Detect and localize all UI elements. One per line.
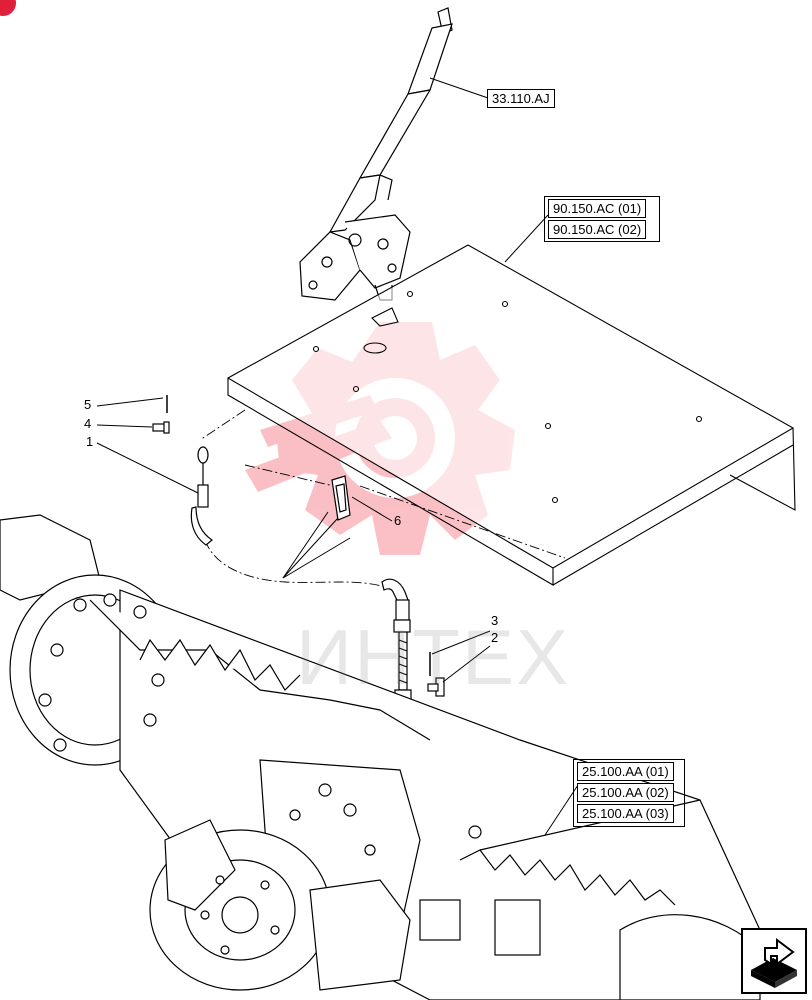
next-page-arrow-icon xyxy=(751,938,797,988)
parking-brake-lever xyxy=(299,7,453,301)
floor-plate xyxy=(226,244,796,586)
rear-axle xyxy=(0,514,761,1000)
ref-lever[interactable]: 33.110.AJ xyxy=(487,89,555,108)
ref-floor-1[interactable]: 90.150.AC (01) xyxy=(548,199,647,218)
ref-group-floor xyxy=(544,196,660,242)
ref-group-axle xyxy=(573,759,685,827)
cable-guide xyxy=(331,475,351,521)
callout-5: 5 xyxy=(84,397,92,412)
ref-axle-3[interactable]: 25.100.AA (03) xyxy=(577,804,674,823)
clevis-pin xyxy=(427,677,445,697)
callout-leaders xyxy=(96,397,491,683)
small-pin xyxy=(152,421,170,434)
next-page-button[interactable] xyxy=(741,928,807,994)
watermark-text: ИНТЕХ xyxy=(296,613,571,701)
callout-2: 2 xyxy=(491,630,499,645)
callout-1: 1 xyxy=(86,434,94,449)
page-corner-badge xyxy=(0,0,16,16)
callout-6: 6 xyxy=(394,513,402,528)
callout-4: 4 xyxy=(84,416,92,431)
ref-axle-1[interactable]: 25.100.AA (01) xyxy=(577,762,674,781)
callout-3: 3 xyxy=(491,613,499,628)
ref-axle-2[interactable]: 25.100.AA (02) xyxy=(577,783,674,802)
ref-floor-2[interactable]: 90.150.AC (02) xyxy=(548,220,647,239)
